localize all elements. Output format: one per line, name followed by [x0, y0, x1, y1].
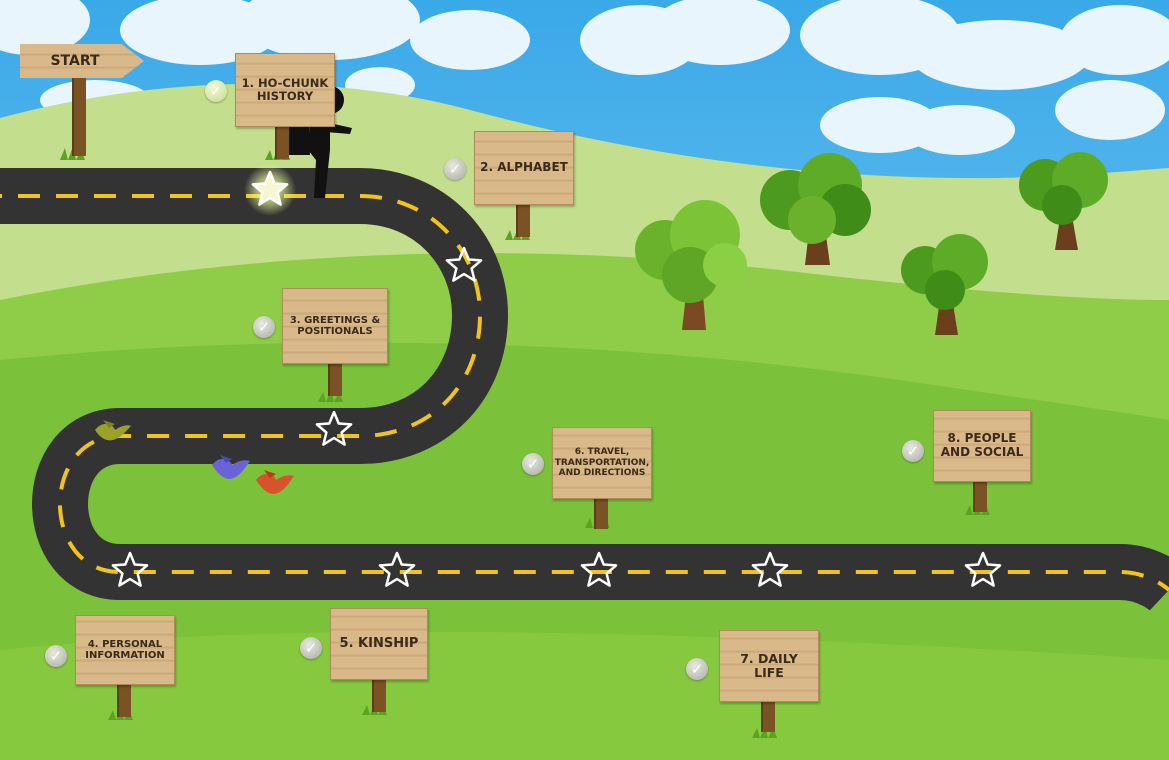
lesson-sign-4[interactable]: 4. PERSONAL INFORMATION [75, 615, 175, 720]
lesson-sign-8[interactable]: 8. PEOPLE AND SOCIAL [933, 410, 1031, 515]
lesson-sign-3[interactable]: 3. GREETINGS & POSITIONALS [282, 288, 388, 400]
lesson-label-3: 3. GREETINGS & POSITIONALS [289, 314, 381, 338]
star-icon [315, 410, 353, 446]
check-lesson-4: ✓ [45, 645, 67, 667]
lesson-sign-2[interactable]: 2. ALPHABET [474, 131, 574, 241]
start-arrow-board: START [20, 44, 144, 78]
lesson-label-2: 2. ALPHABET [480, 160, 568, 175]
lesson-label-1: 1. HO-CHUNK HISTORY [241, 75, 329, 103]
road-lane-markings [0, 194, 1169, 592]
lesson-label-8: 8. PEOPLE AND SOCIAL [940, 431, 1024, 459]
lesson-sign-5[interactable]: 5. KINSHIP [330, 608, 428, 714]
foreground-grass [0, 631, 1169, 760]
lesson-label-6: 6. TRAVEL, TRANSPORTATION, AND DIRECTION… [554, 447, 650, 479]
start-sign: START [20, 44, 144, 159]
lesson-sign-6[interactable]: 6. TRAVEL, TRANSPORTATION, AND DIRECTION… [552, 427, 652, 532]
tree-icon [1019, 152, 1108, 250]
bird-icon [256, 470, 294, 494]
start-label: START [50, 53, 100, 69]
star-icon [445, 246, 483, 282]
lesson-sign-1[interactable]: 1. HO-CHUNK HISTORY [235, 53, 335, 163]
lesson-label-5: 5. KINSHIP [339, 635, 419, 651]
check-lesson-2: ✓ [444, 158, 466, 180]
check-lesson-3: ✓ [253, 316, 275, 338]
clouds [0, 0, 1169, 155]
lesson-sign-7[interactable]: 7. DAILY LIFE [719, 630, 819, 735]
check-lesson-8: ✓ [902, 440, 924, 462]
path-stars [111, 170, 1002, 587]
star-icon [580, 551, 618, 587]
star-icon [378, 551, 416, 587]
star-icon [111, 551, 149, 587]
star-icon [751, 551, 789, 587]
star-icon-active [251, 170, 289, 206]
tree-icon [901, 234, 988, 335]
star-icon [964, 551, 1002, 587]
check-lesson-1: ✓ [205, 80, 227, 102]
lesson-label-4: 4. PERSONAL INFORMATION [85, 638, 165, 662]
check-lesson-6: ✓ [522, 453, 544, 475]
bird-icon [212, 455, 250, 479]
tree-icon [760, 153, 871, 265]
lesson-label-7: 7. DAILY LIFE [740, 650, 798, 680]
check-lesson-7: ✓ [686, 658, 708, 680]
tree-icon [635, 200, 747, 330]
bird-icon [95, 420, 131, 441]
check-lesson-5: ✓ [300, 637, 322, 659]
